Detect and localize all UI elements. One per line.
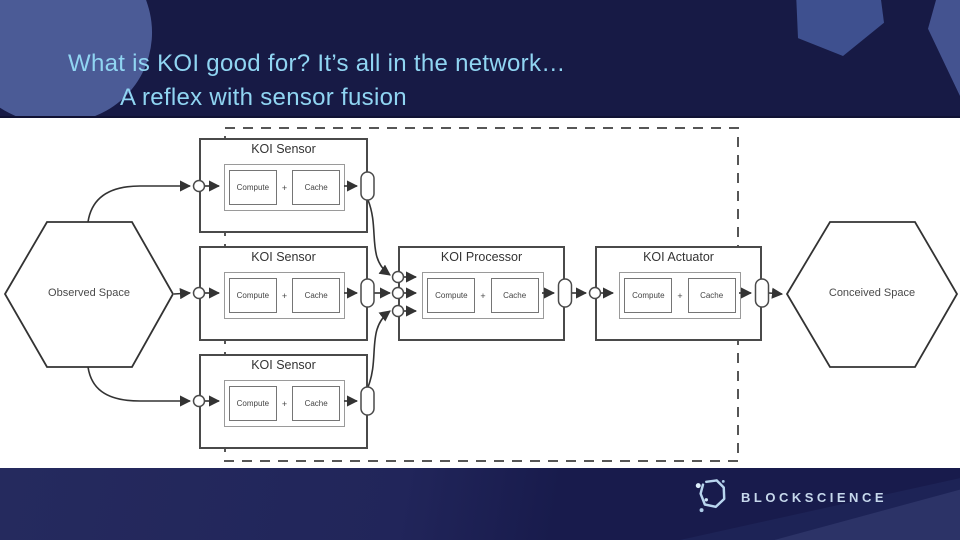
slide-title: What is KOI good for? It’s all in the ne… xyxy=(68,47,566,115)
compute-box: Compute xyxy=(228,170,277,205)
compute-box: Compute xyxy=(427,278,476,313)
blockscience-hexagon-icon xyxy=(695,479,726,513)
module-title: KOI Actuator xyxy=(643,250,714,264)
title-line-2: A reflex with sensor fusion xyxy=(120,84,407,111)
cache-box: Cache xyxy=(292,386,341,421)
koi-sensor-1-box: KOI Sensor Compute + Cache xyxy=(199,138,368,233)
conceived-space-label: Conceived Space xyxy=(828,287,916,299)
module-title: KOI Processor xyxy=(440,250,523,264)
observed-space-label: Observed Space xyxy=(48,287,130,299)
module-title: KOI Sensor xyxy=(251,142,316,156)
koi-sensor-2-box: KOI Sensor Compute + Cache xyxy=(199,246,368,341)
plus-sign: + xyxy=(677,290,683,301)
compute-box: Compute xyxy=(228,278,277,313)
compute-box: Compute xyxy=(624,278,673,313)
compute-cache-container: Compute + Cache xyxy=(224,380,345,427)
decor-polygon-top-right xyxy=(796,0,884,56)
plus-sign: + xyxy=(281,398,288,409)
koi-sensor-3-box: KOI Sensor Compute + Cache xyxy=(199,354,368,449)
plus-sign: + xyxy=(281,182,288,193)
brand-name: BLOCKSCIENCE xyxy=(741,490,888,505)
module-title: KOI Sensor xyxy=(251,358,316,372)
plus-sign: + xyxy=(480,290,486,301)
title-line-1: What is KOI good for? It’s all in the ne… xyxy=(68,50,566,77)
slide-footer xyxy=(0,468,960,540)
brand-lockup: BLOCKSCIENCE xyxy=(694,477,887,515)
plus-sign: + xyxy=(281,290,288,301)
koi-actuator-box: KOI Actuator Compute + Cache xyxy=(595,246,762,341)
compute-box: Compute xyxy=(228,386,277,421)
compute-cache-container: Compute + Cache xyxy=(422,272,544,319)
diagram-canvas: KOI Sensor Compute + Cache KOI Sensor Co… xyxy=(0,118,960,468)
slide-header: What is KOI good for? It’s all in the ne… xyxy=(0,0,960,118)
cache-box: Cache xyxy=(292,170,341,205)
compute-cache-container: Compute + Cache xyxy=(224,272,345,319)
cache-box: Cache xyxy=(490,278,539,313)
cache-box: Cache xyxy=(292,278,341,313)
compute-cache-container: Compute + Cache xyxy=(224,164,345,211)
compute-cache-container: Compute + Cache xyxy=(619,272,741,319)
cache-box: Cache xyxy=(687,278,736,313)
koi-processor-box: KOI Processor Compute + Cache xyxy=(398,246,565,341)
decor-polygon-right-edge xyxy=(928,0,960,96)
module-title: KOI Sensor xyxy=(251,250,316,264)
